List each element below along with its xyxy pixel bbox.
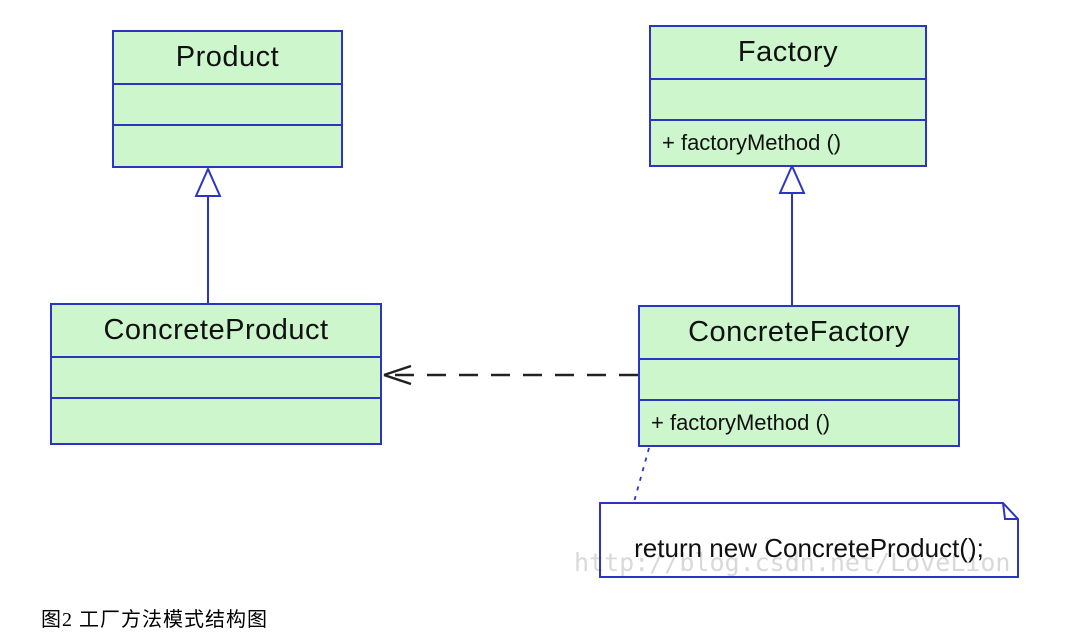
- figure-caption: 图2 工厂方法模式结构图: [41, 609, 268, 631]
- watermark-text: http://blog.csdn.net/LoveLion: [574, 548, 1011, 577]
- class-box-product: Product: [112, 30, 343, 168]
- class-box-factory: Factory + factoryMethod (): [649, 25, 927, 167]
- class-attributes: [52, 358, 380, 399]
- class-operations: + factoryMethod (): [651, 410, 831, 435]
- class-attributes: [651, 80, 925, 121]
- class-title: ConcreteProduct: [52, 305, 380, 358]
- class-operations: [114, 126, 341, 166]
- note-label: return new ConcreteProduct();: [634, 532, 984, 563]
- class-operations: + factoryMethod (): [662, 130, 842, 155]
- class-operations: [52, 399, 380, 443]
- note-shape: [599, 502, 1019, 578]
- class-box-concrete-product: ConcreteProduct: [50, 303, 382, 445]
- note-fill: [600, 503, 1018, 577]
- class-title: ConcreteFactory: [640, 307, 958, 360]
- dependency-arrow: [383, 364, 638, 386]
- class-title: Product: [114, 32, 341, 85]
- class-title: Factory: [651, 27, 925, 80]
- class-attributes: [640, 360, 958, 401]
- class-attributes: [114, 85, 341, 126]
- note-fold-icon: [1002, 502, 1018, 520]
- uml-note: return new ConcreteProduct();: [600, 528, 1018, 568]
- generalization-arrow-factory: [778, 163, 806, 305]
- class-box-concrete-factory: ConcreteFactory + factoryMethod (): [638, 305, 960, 447]
- generalization-arrow-product: [194, 166, 222, 303]
